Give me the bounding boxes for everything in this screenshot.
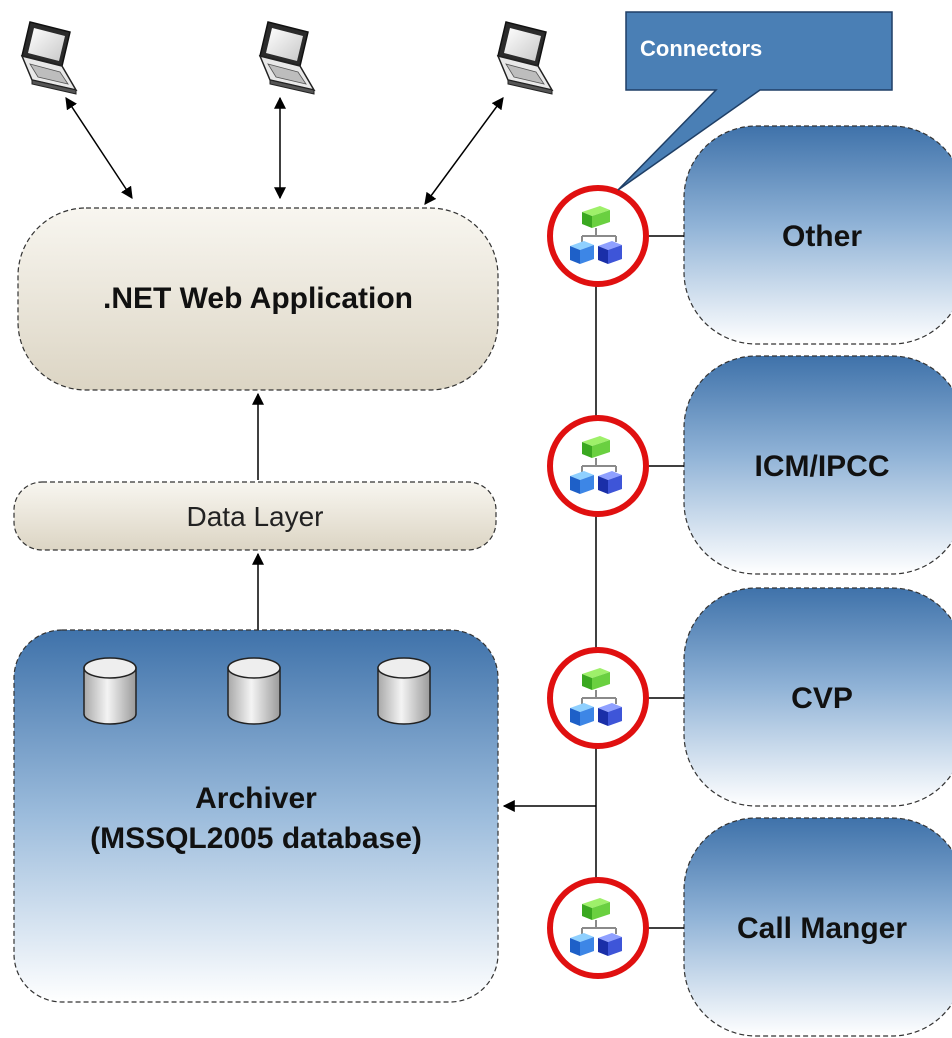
connector-node xyxy=(547,185,649,287)
connectors-callout xyxy=(617,11,893,191)
client-laptop-icon xyxy=(21,21,77,95)
data-layer-label: Data Layer xyxy=(187,501,324,532)
client-laptop-icon xyxy=(497,21,553,95)
web-app-box xyxy=(17,207,499,391)
source-label-other: Other xyxy=(782,220,862,253)
source-box-other xyxy=(683,125,952,345)
archiver-sublabel: (MSSQL2005 database) xyxy=(90,822,422,855)
source-label-cvp: CVP xyxy=(791,682,853,715)
connector-node xyxy=(547,877,649,979)
source-box-icm-ipcc xyxy=(683,355,952,575)
source-label-icm-ipcc: ICM/IPCC xyxy=(755,450,890,483)
data-layer-box xyxy=(13,481,497,551)
database-cylinder-icon xyxy=(227,657,281,725)
source-box-call-manger xyxy=(683,817,952,1037)
database-cylinder-icon xyxy=(377,657,431,725)
client-link-arrow xyxy=(424,97,504,205)
source-label-call-manger: Call Manger xyxy=(737,912,907,945)
client-link-arrow xyxy=(65,96,133,200)
connector-node xyxy=(547,647,649,749)
connector-node xyxy=(547,415,649,517)
source-box-cvp xyxy=(683,587,952,807)
database-cylinder-icon xyxy=(83,657,137,725)
callout-label: Connectors xyxy=(640,36,762,61)
archiver-box xyxy=(13,629,499,1003)
archiver-label: Archiver xyxy=(195,782,317,815)
client-laptop-icon xyxy=(259,21,315,95)
web-app-label: .NET Web Application xyxy=(103,282,413,315)
